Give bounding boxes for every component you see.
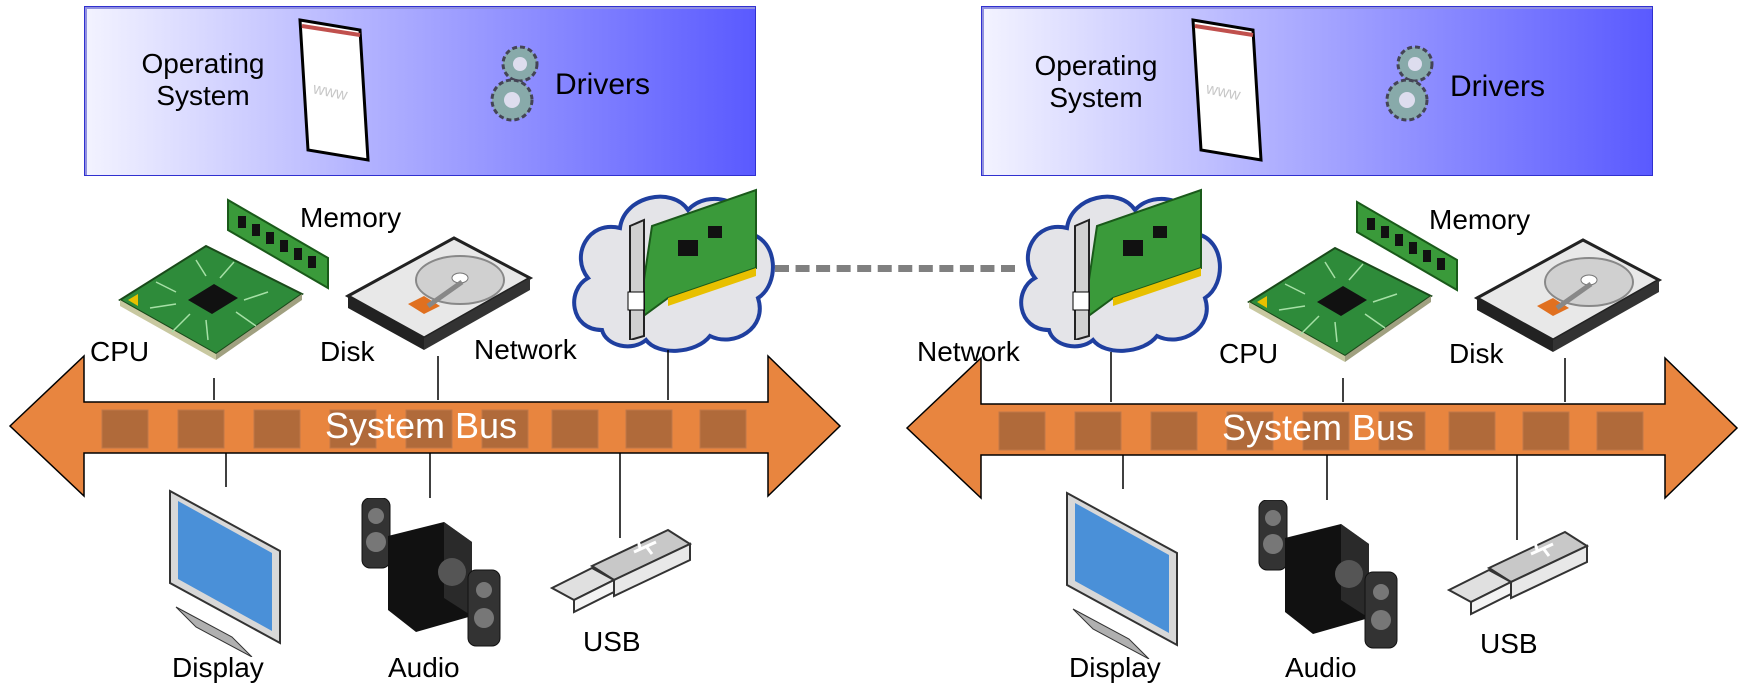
- audio-label: Audio: [1285, 652, 1357, 683]
- network-label: Network: [474, 334, 577, 365]
- os-label-line2: System: [156, 80, 250, 111]
- memory-module-icon: [227, 198, 329, 290]
- system-left: Operating System www Drivers Memory CPU: [8, 6, 842, 683]
- monitor-icon: [169, 489, 281, 657]
- system-bus-label: System Bus: [1222, 407, 1415, 448]
- system-bus-diagram: [905, 352, 1739, 540]
- os-label-line2: System: [1049, 82, 1143, 113]
- display-label: Display: [172, 652, 264, 683]
- usb-stick-icon: [549, 528, 693, 614]
- software-banner: [84, 6, 756, 176]
- document-icon: www: [1191, 18, 1263, 162]
- os-label-line1: Operating: [141, 48, 265, 79]
- os-label-line1: Operating: [1034, 50, 1158, 81]
- cpu-label: CPU: [90, 336, 150, 367]
- cpu-chip-icon: [1247, 246, 1433, 362]
- usb-stick-icon: [1446, 530, 1590, 616]
- memory-module-icon: [1356, 200, 1458, 292]
- monitor-icon: [1066, 491, 1178, 659]
- drivers-label: Drivers: [555, 68, 650, 101]
- usb-label: USB: [1480, 628, 1538, 659]
- cpu-chip-icon: [118, 244, 304, 360]
- usb-label: USB: [583, 626, 641, 657]
- speakers-icon: [1258, 500, 1398, 649]
- drivers-label: Drivers: [1450, 70, 1545, 103]
- hard-disk-icon: [1473, 238, 1663, 352]
- display-label: Display: [1069, 652, 1161, 683]
- os-label: Operating System: [1021, 50, 1171, 114]
- disk-label: Disk: [320, 336, 375, 367]
- audio-label: Audio: [388, 652, 460, 683]
- system-right: Operating System www Drivers Network Mem…: [897, 0, 1739, 684]
- memory-label: Memory: [300, 202, 402, 233]
- cpu-label: CPU: [1219, 338, 1279, 369]
- system-bus-label: System Bus: [325, 405, 518, 446]
- software-banner: [981, 6, 1653, 176]
- gears-icon: [490, 45, 539, 122]
- network-card-icon: [627, 188, 757, 340]
- network-card-icon: [1072, 188, 1202, 340]
- speakers-icon: [361, 498, 501, 647]
- os-label: Operating System: [128, 48, 278, 112]
- network-label: Network: [917, 336, 1020, 367]
- memory-label: Memory: [1429, 204, 1531, 235]
- disk-label: Disk: [1449, 338, 1504, 369]
- network-link-dashed-line: [775, 265, 1015, 272]
- gears-icon: [1385, 45, 1434, 122]
- hard-disk-icon: [344, 236, 534, 350]
- document-icon: www: [298, 18, 370, 162]
- system-bus-diagram: [8, 350, 842, 538]
